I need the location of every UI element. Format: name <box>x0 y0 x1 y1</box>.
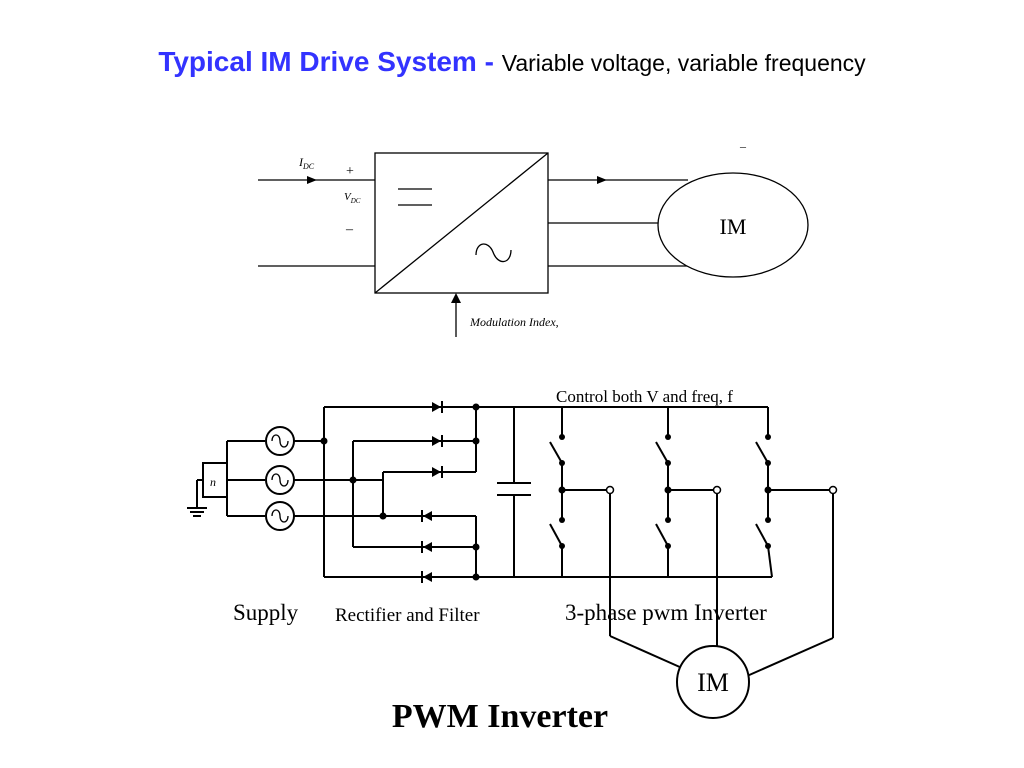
corner-minus-sign: – <box>739 139 747 153</box>
rectifier-label: Rectifier and Filter <box>335 605 480 626</box>
junction-dot <box>472 573 480 581</box>
motor-im-top-label: IM <box>720 214 747 239</box>
minus-sign: – <box>345 222 354 237</box>
rectifier-section <box>320 401 772 583</box>
supply-section: n <box>187 426 383 531</box>
diode-icon <box>432 435 443 447</box>
switch-icon <box>549 441 563 464</box>
ground-icon <box>187 507 207 517</box>
up-arrow-icon <box>451 293 461 303</box>
switch-icon <box>655 523 669 547</box>
vdc-label: VDC <box>344 191 361 205</box>
dc-symbol-icon <box>398 188 432 206</box>
junction-dot <box>472 543 480 551</box>
control-note: Control both V and freq, f <box>556 387 733 406</box>
diode-icon <box>432 466 443 478</box>
modulation-label: Modulation Index, <box>469 315 559 329</box>
switch-icon <box>755 441 769 464</box>
neutral-label: n <box>210 475 216 489</box>
diode-icon <box>432 401 443 413</box>
ac-source-icon <box>265 465 295 495</box>
ac-source-icon <box>265 501 295 531</box>
inverter-label: 3-phase pwm Inverter <box>565 600 767 625</box>
title-main: Typical IM Drive System - <box>158 46 502 77</box>
ac-source-icon <box>265 426 295 456</box>
switch-icon <box>655 441 669 464</box>
output-terminal <box>712 485 722 495</box>
junction-dot <box>349 476 357 484</box>
inverter-section <box>514 406 838 677</box>
supply-label: Supply <box>233 600 299 625</box>
motor-im-top <box>657 172 809 278</box>
pwm-circuit: Control both V and freq, f n <box>187 387 838 719</box>
switch-icon <box>755 523 769 547</box>
junction-dot <box>379 512 387 520</box>
idc-label: IDC <box>298 155 315 171</box>
output-terminal <box>828 485 838 495</box>
junction-dot <box>472 403 480 411</box>
ac-wave-icon <box>475 243 512 263</box>
inverter-diagonal <box>374 152 549 294</box>
switch-icon <box>549 523 563 547</box>
plus-sign: + <box>346 164 354 179</box>
output-terminal <box>605 485 615 495</box>
slide-title: Typical IM Drive System - Variable volta… <box>112 44 912 85</box>
motor-im-bottom-label: IM <box>697 668 729 697</box>
diode-icon <box>421 541 432 553</box>
motor-im-bottom <box>676 645 750 719</box>
junction-dot <box>472 437 480 445</box>
top-block-diagram: IDC + VDC – – IM Modulation Index, <box>258 139 809 337</box>
title-subtitle: Variable voltage, variable frequency <box>501 50 866 76</box>
diode-icon <box>421 571 432 583</box>
diode-icon <box>421 510 432 522</box>
capacitor-icon <box>497 482 531 496</box>
footer-title: PWM Inverter <box>392 698 608 735</box>
junction-dot <box>320 437 328 445</box>
